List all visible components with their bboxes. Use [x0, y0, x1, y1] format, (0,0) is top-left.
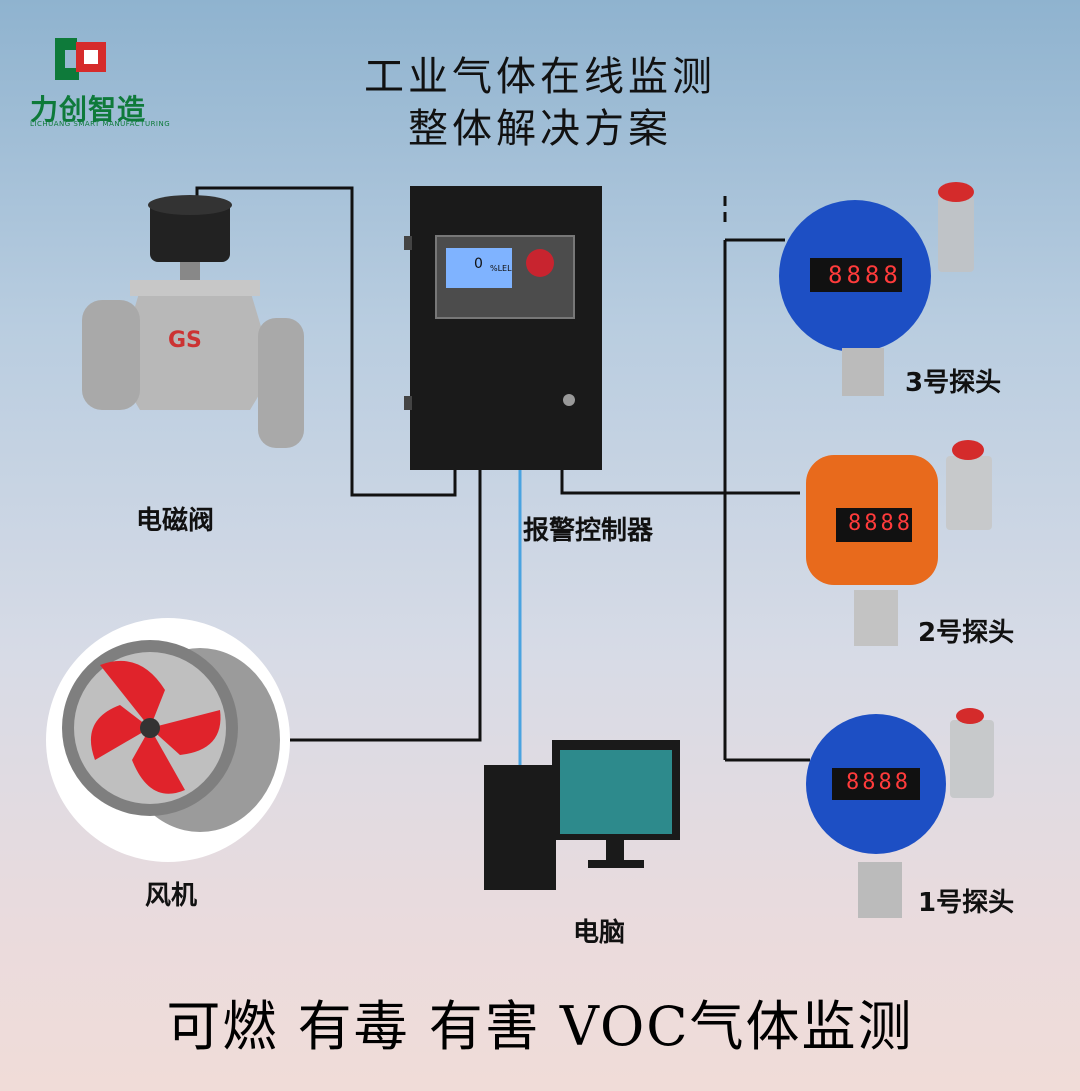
fan-wire: [290, 470, 482, 742]
controller-screen-value: 0: [474, 256, 483, 272]
label-valve: 电磁阀: [136, 506, 215, 536]
title-line-1: 工业气体在线监测: [364, 54, 716, 100]
probe-1-display: 8888: [846, 770, 911, 795]
label-probe-3: 3号探头: [905, 368, 1002, 398]
label-probe-1: 1号探头: [918, 888, 1015, 918]
probe-3-icon: [779, 182, 974, 396]
solenoid-valve-icon: [82, 195, 304, 448]
label-probe-2: 2号探头: [918, 618, 1015, 648]
logo-subtext: LICHUANG SMART MANUFACTURING: [30, 120, 171, 128]
label-controller: 报警控制器: [523, 516, 654, 546]
valve-mark: GS: [168, 328, 202, 353]
computer-icon: [484, 740, 680, 890]
logo-mark-icon: [55, 38, 106, 80]
probe-3-display: 8888: [828, 261, 902, 289]
wiring: [195, 186, 810, 762]
label-fan: 风机: [145, 881, 198, 911]
probe-2-icon: [806, 440, 992, 646]
label-computer: 电脑: [573, 918, 626, 948]
probe-bus-wire: [560, 470, 800, 495]
title-line-2: 整体解决方案: [408, 106, 672, 152]
probe-2-display: 8888: [848, 511, 913, 536]
footer-text: 可燃 有毒 有害 VOC气体监测: [166, 995, 914, 1058]
logo-text: 力创智造: [30, 93, 147, 126]
alarm-controller-icon: [404, 186, 602, 470]
probe-1-icon: [806, 708, 994, 918]
fan-icon: [46, 618, 290, 862]
valve-wire: [195, 186, 457, 497]
controller-screen-unit: %LEL: [490, 264, 512, 273]
